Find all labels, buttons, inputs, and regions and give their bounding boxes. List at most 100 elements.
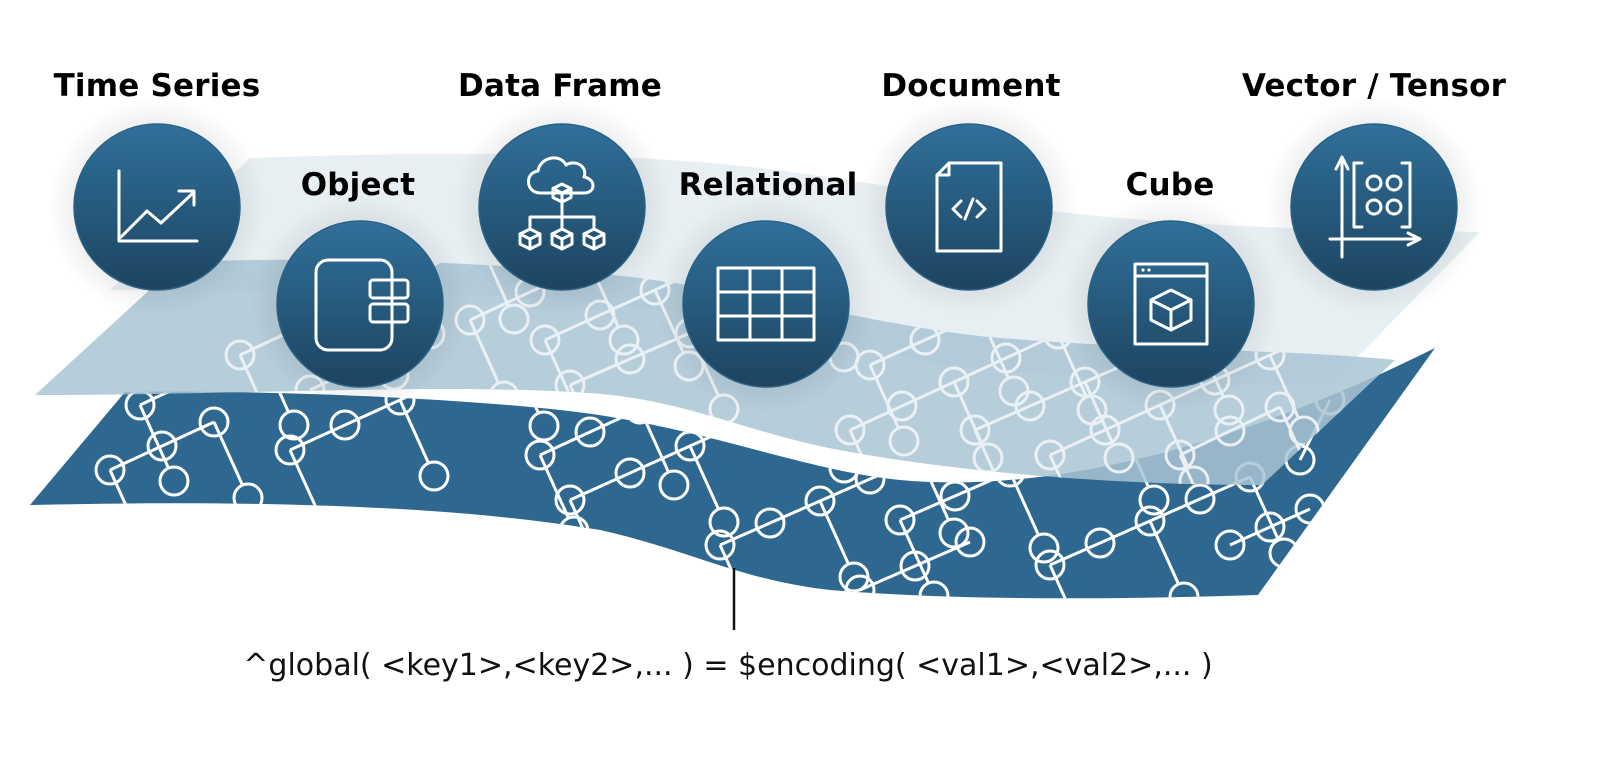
network-node	[888, 425, 920, 457]
label-time-series: Time Series	[53, 68, 261, 104]
network-node	[740, 607, 768, 635]
network-link	[569, 471, 631, 502]
network-node	[1214, 529, 1246, 561]
network-node	[1028, 532, 1060, 564]
label-cube: Cube	[1125, 167, 1215, 203]
network-node	[1164, 439, 1196, 471]
network-link	[1248, 476, 1280, 540]
network-node	[959, 414, 991, 446]
network-node	[418, 460, 450, 492]
network-link	[859, 564, 916, 592]
network-node	[278, 409, 310, 441]
network-link	[1229, 405, 1281, 433]
model-circle-object	[251, 195, 469, 413]
network-node	[1014, 390, 1046, 422]
network-node	[1103, 442, 1135, 474]
network-link	[1179, 429, 1231, 457]
model-circle-document	[860, 98, 1078, 316]
network-link	[818, 500, 850, 564]
network-node	[754, 507, 786, 539]
network-link	[769, 499, 821, 525]
network-node	[1178, 465, 1210, 485]
network-link	[138, 404, 170, 468]
network-node	[1264, 391, 1296, 423]
network-link	[212, 421, 244, 485]
network-node	[1184, 483, 1216, 515]
network-link	[538, 454, 570, 518]
network-link	[543, 339, 575, 403]
network-node	[614, 457, 646, 489]
network-node	[128, 530, 160, 562]
network-link	[719, 521, 771, 547]
network-node	[614, 343, 646, 375]
network-node	[554, 484, 586, 516]
network-node	[1089, 414, 1121, 446]
network-link	[1099, 519, 1151, 545]
network-node	[1134, 505, 1166, 537]
object-blocks-icon	[314, 258, 410, 352]
network-link	[544, 313, 601, 342]
network-node	[708, 506, 740, 538]
network-node	[574, 416, 606, 448]
network-node	[608, 324, 640, 356]
network-node	[884, 504, 916, 536]
network-link	[1148, 520, 1180, 584]
code-document-icon	[935, 161, 1003, 253]
circle-badge	[682, 220, 850, 388]
model-circle-vector-tensor	[1265, 98, 1483, 316]
network-node	[498, 303, 530, 335]
table-grid-icon	[716, 266, 816, 342]
network-node	[899, 550, 931, 582]
cloud-hierarchy-icon	[518, 156, 606, 251]
network-link	[539, 430, 591, 457]
matrix-axes-icon	[1328, 155, 1422, 259]
network-node	[938, 517, 970, 549]
network-node	[954, 526, 986, 558]
network-link	[599, 288, 656, 317]
network-link	[899, 494, 956, 522]
network-link	[1008, 471, 1040, 535]
global-formula: ^global( <key1>,<key2>,... ) = $encoding…	[243, 648, 1213, 683]
network-link	[914, 540, 971, 568]
network-node	[1254, 511, 1286, 543]
label-vector-tensor: Vector / Tensor	[1241, 68, 1507, 104]
label-data-frame: Data Frame	[458, 68, 662, 104]
model-circle-time-series	[48, 98, 266, 316]
network-link	[1178, 454, 1210, 485]
network-link	[109, 444, 163, 472]
circle-badge	[73, 123, 241, 291]
network-node	[524, 439, 556, 471]
network-link	[974, 404, 1031, 432]
network-link	[901, 380, 955, 408]
network-node	[704, 529, 736, 561]
network-link	[468, 319, 500, 383]
circle-badge	[1087, 220, 1255, 388]
network-node	[1214, 415, 1246, 447]
circle-badge	[276, 220, 444, 388]
network-link	[1049, 428, 1106, 457]
network-link	[1083, 381, 1115, 445]
network-node	[588, 560, 620, 592]
network-link	[1029, 380, 1086, 408]
network-link	[398, 399, 430, 463]
network-node	[1034, 439, 1066, 471]
network-node	[938, 366, 970, 398]
network-node	[146, 430, 178, 462]
network-node	[198, 406, 230, 438]
network-link	[1048, 454, 1080, 485]
network-link	[819, 477, 871, 503]
window-cube-icon	[1133, 262, 1209, 346]
network-link	[1229, 525, 1271, 547]
network-link	[288, 449, 320, 513]
network-node	[528, 410, 560, 442]
label-document: Document	[881, 68, 1061, 104]
network-link	[289, 423, 346, 452]
network-node	[658, 469, 690, 501]
network-link	[868, 364, 900, 428]
network-node	[274, 434, 306, 466]
network-link	[161, 420, 215, 448]
network-node	[529, 324, 561, 356]
network-link	[569, 357, 631, 387]
